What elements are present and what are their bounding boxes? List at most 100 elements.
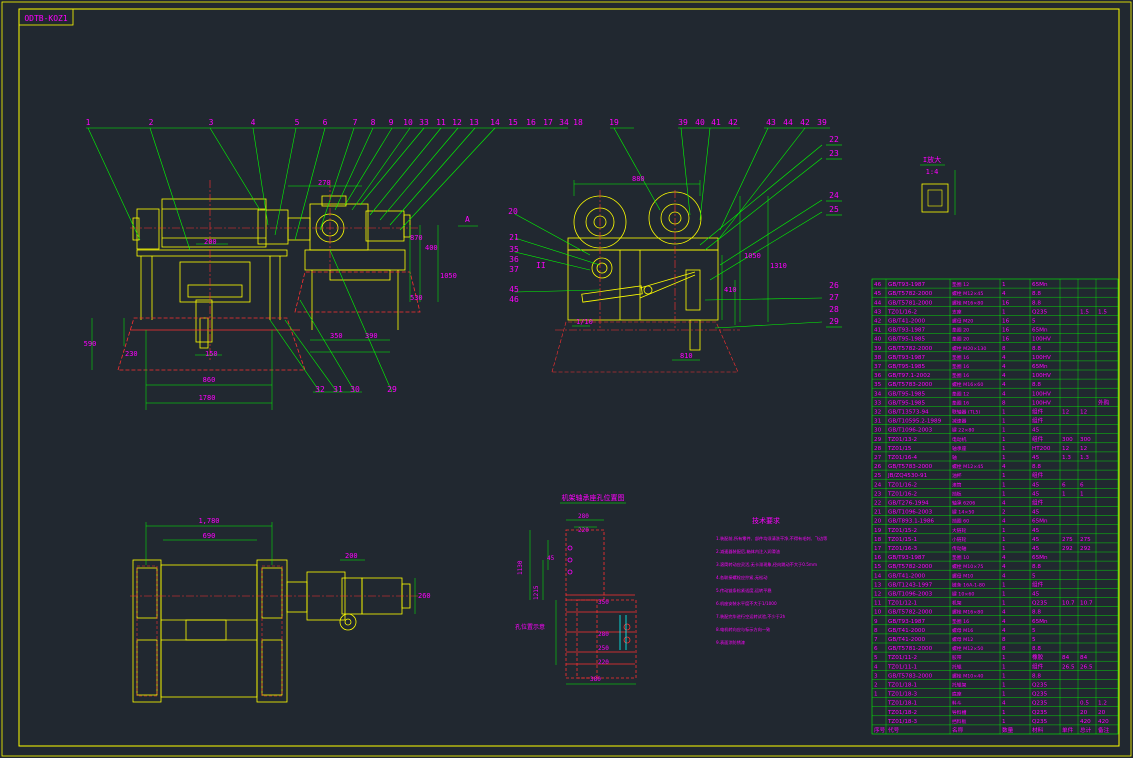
- dim-plan-1780: 1,780: [198, 517, 219, 525]
- dim-side-410: 410: [724, 286, 737, 294]
- bom-cell: GB/T93-1987: [888, 555, 925, 561]
- bom-cell: 8.8: [1032, 564, 1041, 570]
- bom-cell: 螺栓 M10×75: [952, 563, 983, 570]
- balloon-34: 34: [559, 118, 569, 127]
- bom-cell: 44: [874, 300, 882, 306]
- balloon-33: 33: [419, 118, 429, 127]
- bom-cell: 4: [1002, 555, 1006, 561]
- front-reducer: [309, 203, 369, 251]
- balloon-19: 19: [609, 118, 619, 127]
- balloons-bottom: 32 31 30 29: [315, 385, 397, 394]
- dim-front-870: 870: [410, 234, 423, 242]
- balloon-6: 6: [323, 118, 328, 127]
- bom-cell: 26: [874, 464, 882, 470]
- bom-cell: 34: [874, 391, 882, 397]
- bom-cell: 1: [1002, 591, 1006, 597]
- balloons-left-side: 20 21 35 36 37 45 46: [508, 207, 519, 304]
- dim-detail-45: 45: [547, 555, 555, 562]
- bom-cell: GB/T5781-2000: [888, 300, 933, 306]
- bom-cell: 键 10×60: [952, 590, 974, 597]
- hole-detail: [565, 529, 637, 679]
- bom-cell: 1: [1002, 446, 1006, 452]
- bom-cell: 292: [1080, 546, 1091, 552]
- bom-cell: 45: [1032, 591, 1040, 597]
- dim-front-590: 590: [84, 340, 97, 348]
- bom-cell: 300: [1062, 437, 1073, 443]
- side-view: [567, 191, 719, 351]
- bom-cell: 16: [874, 555, 882, 561]
- bom-cell: 轴承 6206: [952, 499, 975, 506]
- bom-cell: 1.3: [1062, 455, 1071, 461]
- bom-cell: 300: [1080, 437, 1091, 443]
- dim-detail-380: 380: [590, 676, 601, 683]
- bom-cell: 1: [874, 692, 878, 698]
- bom-cell: 1: [1002, 482, 1006, 488]
- bom-cell: 38: [874, 355, 882, 361]
- dim-side-1050: 1050: [744, 252, 761, 260]
- bom-cell: 30: [874, 428, 882, 434]
- bom-cell: 17: [874, 546, 882, 552]
- dim-front-230: 230: [125, 350, 138, 358]
- bom-cell: 1: [1002, 546, 1006, 552]
- bom-cell: 螺栓 M10×40: [952, 672, 983, 679]
- bom-cell: 24: [874, 482, 882, 488]
- balloon-18: 18: [573, 118, 583, 127]
- bom-cell: GB/T93-1987: [888, 328, 925, 334]
- bom-cell: 1.5: [1098, 309, 1107, 315]
- balloon-22: 22: [829, 135, 839, 144]
- balloon-11: 11: [436, 118, 446, 127]
- side-leaders: [514, 127, 830, 329]
- bom-cell: 12: [1080, 409, 1088, 415]
- balloon-40: 40: [695, 118, 705, 127]
- bom-cell: 100HV: [1032, 355, 1051, 361]
- bom-cell: 45: [1032, 428, 1040, 434]
- hole-detail-dims: [529, 519, 636, 685]
- bom-cell: GB/T97.1-2002: [888, 373, 931, 379]
- bom-cell: Q235: [1032, 719, 1048, 725]
- bom-cell: 23: [874, 491, 882, 497]
- bom-cell: HT200: [1032, 446, 1051, 452]
- bom-cell: 托辊: [952, 663, 962, 670]
- balloon-14: 14: [490, 118, 500, 127]
- bom-cell: 11: [874, 601, 882, 607]
- dim-front-390: 390: [365, 332, 378, 340]
- bom-cell: 20: [1080, 710, 1088, 716]
- bom-cell: 1: [1002, 419, 1006, 425]
- bom-cell: TZ01/15-1: [887, 537, 918, 543]
- bom-cell: 40: [874, 337, 882, 343]
- tech-req-3: 3.滚筒转动应灵活,无卡滞现象,径向跳动不大于0.5mm: [716, 561, 817, 568]
- bom-cell: 1: [1062, 491, 1066, 497]
- bom-cell: 1: [1002, 655, 1006, 661]
- bom-cell: GB/T1243-1997: [888, 582, 933, 588]
- bom-cell: 1: [1002, 673, 1006, 679]
- bom-cell: 1: [1002, 664, 1006, 670]
- detail-I: I放大 1:4: [920, 155, 956, 215]
- front-motor: [136, 208, 160, 250]
- bom-cell: 4: [1002, 519, 1006, 525]
- bom-cell: 垫圈 16: [952, 363, 969, 370]
- bom-header-cell: 代号: [888, 726, 900, 734]
- dim-detail-220b: 220: [598, 659, 609, 666]
- dim-side-810: 810: [680, 352, 693, 360]
- bom-cell: GB/T13573-94: [888, 409, 929, 415]
- bom-cell: 组件: [1032, 417, 1044, 425]
- bom-cell: 橡胶: [1032, 653, 1044, 661]
- balloon-27: 27: [829, 293, 839, 302]
- bom-cell: 1: [1002, 719, 1006, 725]
- dim-detail-220: 220: [578, 527, 589, 534]
- bom-cell: 45: [1032, 528, 1040, 534]
- bom-cell: TZ01/16-2: [887, 482, 918, 488]
- bom-cell: 4: [1002, 364, 1006, 370]
- bom-header-cell: 序号: [874, 726, 886, 734]
- balloon-36: 36: [509, 255, 519, 264]
- bom-cell: 22: [874, 500, 882, 506]
- bom-cell: 8: [1002, 637, 1006, 643]
- bom-cell: 10.7: [1080, 601, 1093, 607]
- bom-cell: 32: [874, 409, 882, 415]
- bom-cell: 275: [1062, 537, 1073, 543]
- balloon-21: 21: [509, 233, 519, 242]
- bom-cell: GB/T93-1987: [888, 619, 925, 625]
- balloon-24: 24: [829, 191, 839, 200]
